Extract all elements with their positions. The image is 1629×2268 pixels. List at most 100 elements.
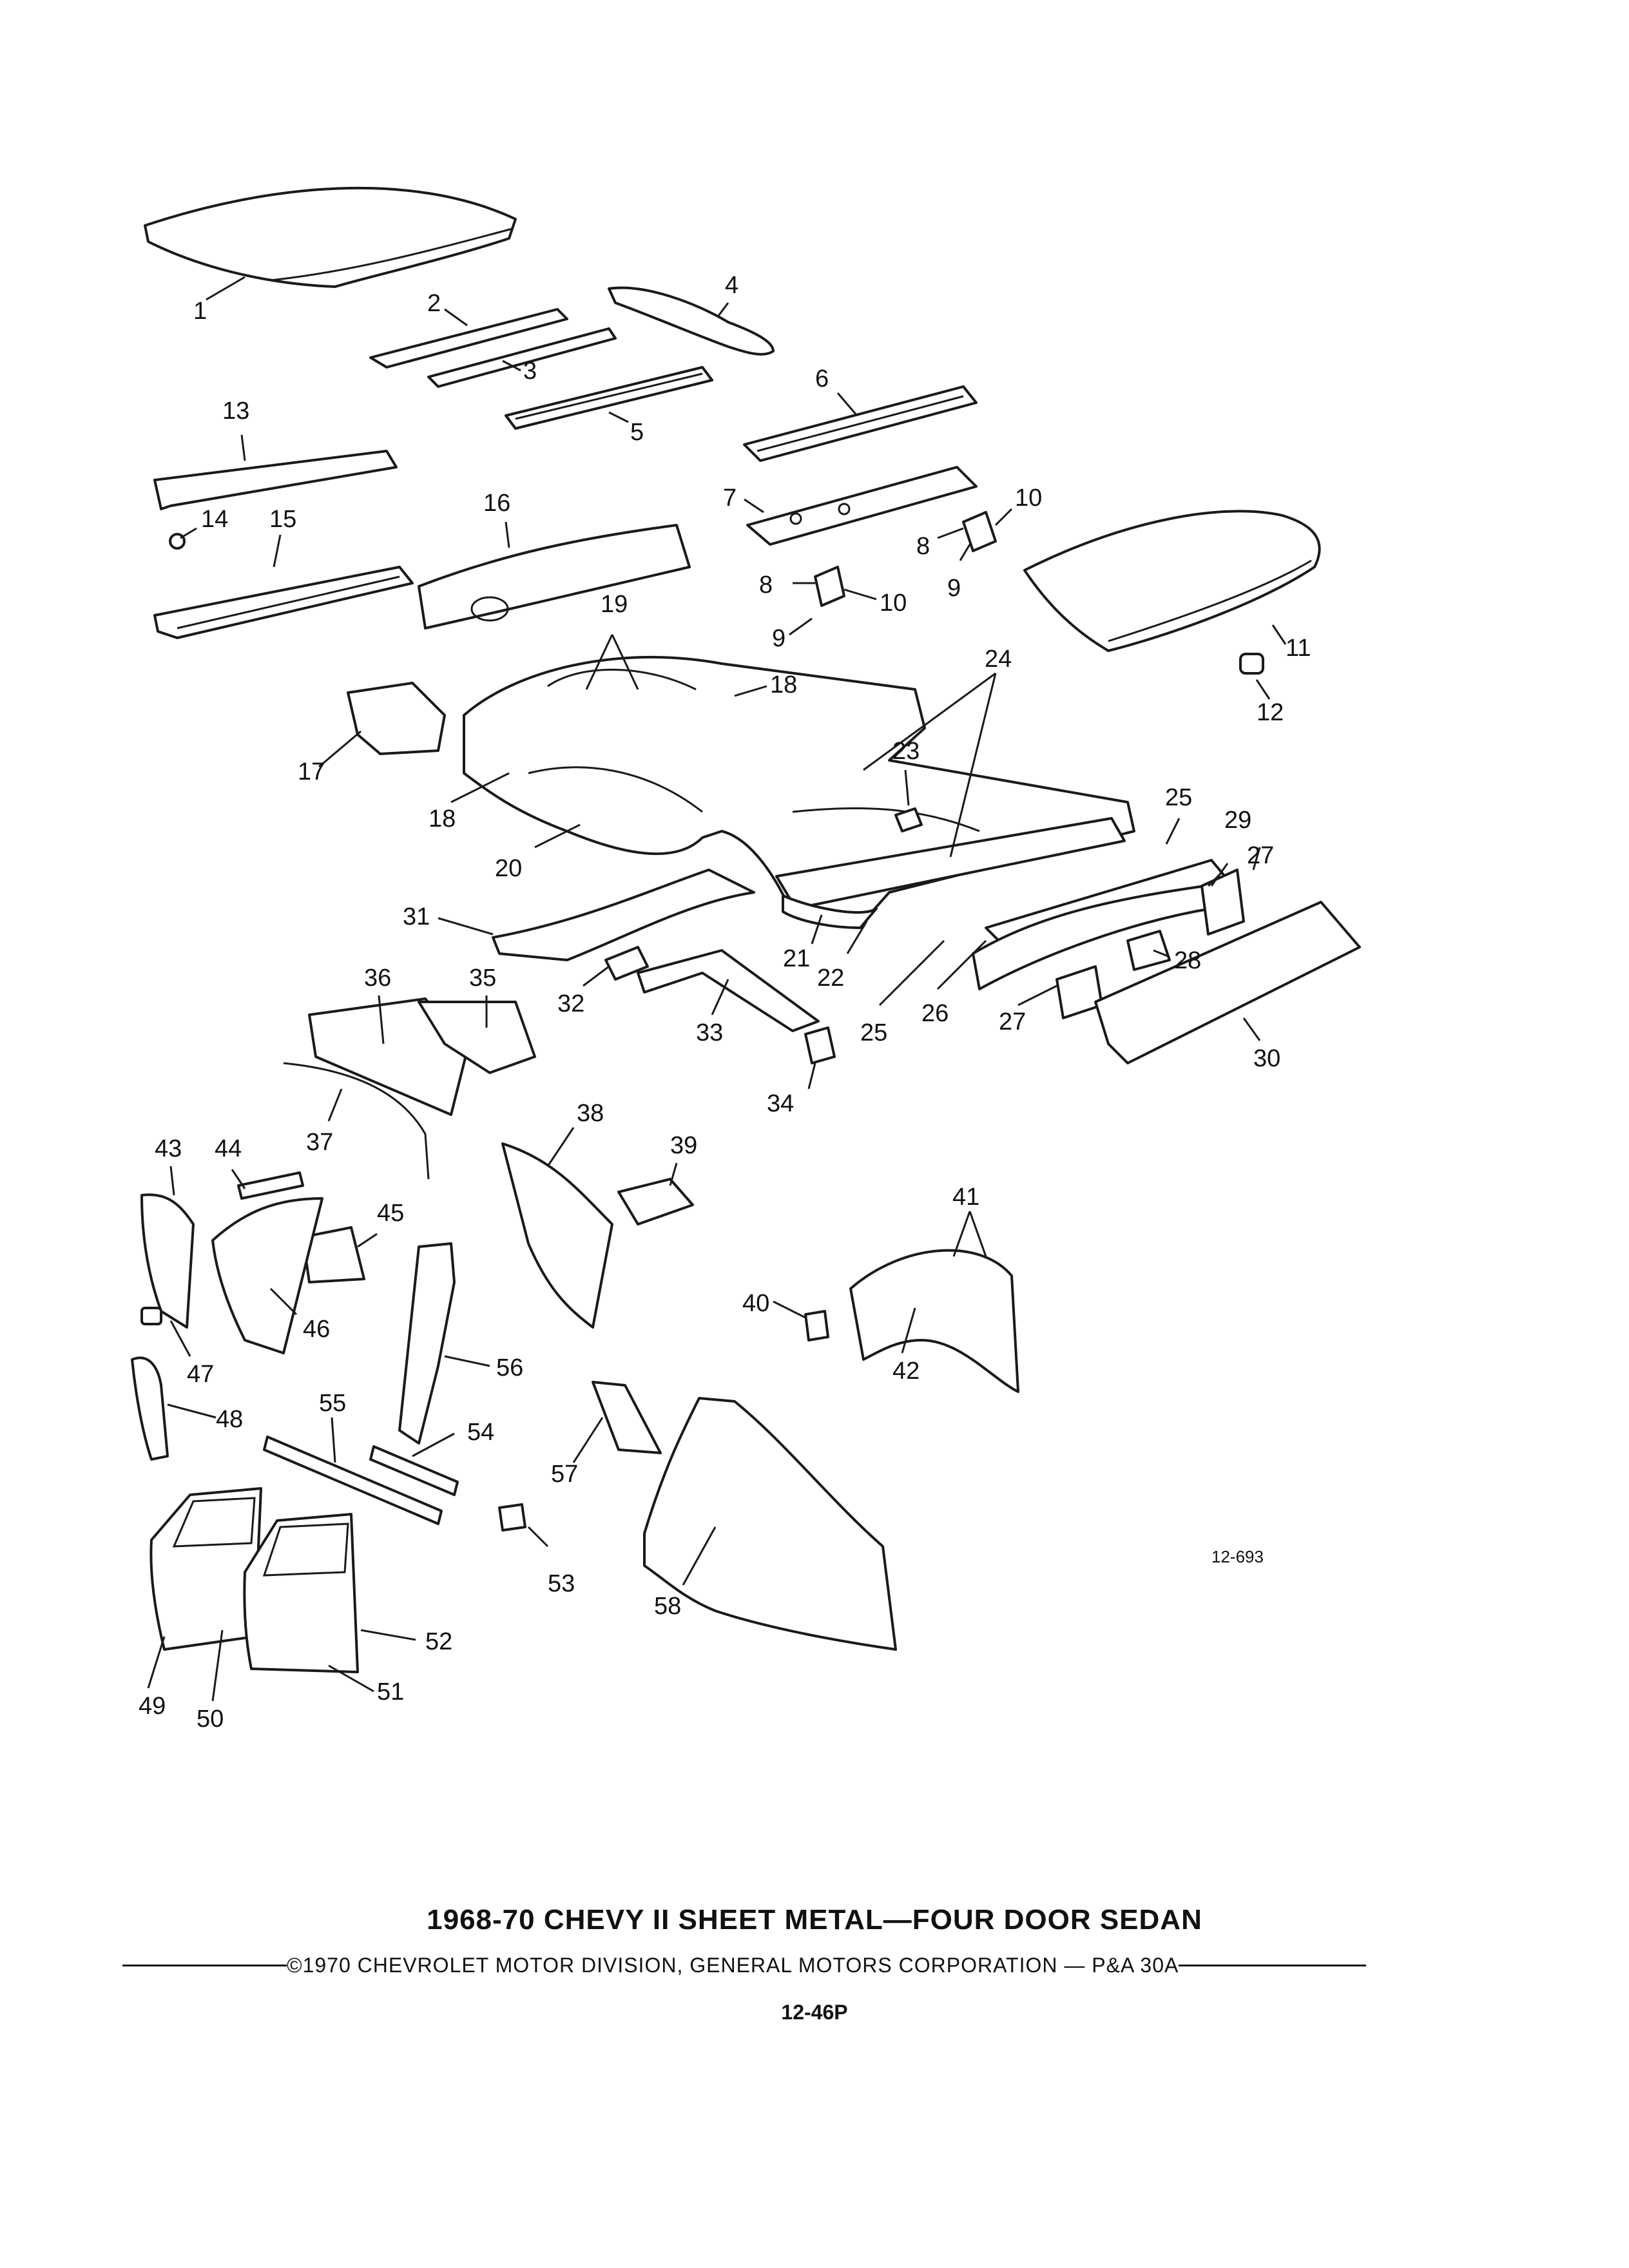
hinge-pillar-bracket: [617, 1178, 694, 1225]
wheel-well-bracket: [1126, 930, 1171, 971]
spare-tire-well: [782, 894, 878, 929]
pillar-reinforcement: [237, 1171, 304, 1200]
deck-lid: [1023, 510, 1321, 652]
callout-25b: 25: [860, 1019, 887, 1046]
deck-lid-bumper: [1239, 653, 1264, 675]
callout-50: 50: [197, 1706, 224, 1733]
rear-door-assembly: [149, 1487, 262, 1651]
sill-bracket: [498, 1503, 526, 1532]
windshield-header-panel: [427, 327, 617, 388]
callout-14: 14: [201, 506, 228, 533]
callout-4: 4: [725, 272, 738, 299]
crossbar-mount: [804, 1026, 836, 1064]
callout-42: 42: [892, 1358, 920, 1385]
callout-31: 31: [403, 903, 430, 930]
callout-37: 37: [306, 1129, 333, 1156]
roof-side-rail: [153, 566, 414, 639]
page-number: 12-46P: [781, 2001, 848, 2024]
front-crossbar: [637, 949, 820, 1032]
windshield-frame: [283, 1062, 430, 1180]
callout-23: 23: [892, 738, 920, 765]
shroud-side-panel: [418, 1001, 536, 1074]
door-check-link: [140, 1307, 162, 1325]
cowl-side-rail: [153, 450, 398, 510]
callout-29: 29: [1224, 807, 1251, 834]
callout-10a: 10: [1015, 485, 1042, 512]
callout-8a: 8: [916, 533, 930, 560]
callout-21: 21: [783, 945, 810, 972]
callout-30: 30: [1253, 1045, 1280, 1072]
quarter-lower-extension: [592, 1381, 662, 1454]
rear-end-panel: [1094, 901, 1361, 1064]
callout-6: 6: [815, 365, 829, 392]
rocker-outer-panel: [263, 1436, 443, 1525]
callout-1: 1: [193, 298, 207, 325]
rear-wheelhouse: [849, 1249, 1019, 1393]
callout-47: 47: [187, 1361, 214, 1388]
callout-32: 32: [557, 990, 584, 1017]
door-striker: [804, 1310, 829, 1341]
trunk-drop-off-left: [1055, 965, 1103, 1019]
callout-53: 53: [548, 1570, 575, 1597]
callout-56: 56: [496, 1354, 523, 1381]
figure-code: 12-693: [1211, 1547, 1264, 1566]
callout-33: 33: [696, 1019, 723, 1046]
callout-41: 41: [952, 1184, 979, 1211]
callout-43: 43: [155, 1135, 182, 1162]
callout-24: 24: [985, 646, 1012, 673]
callout-46: 46: [303, 1316, 330, 1343]
callout-11: 11: [1286, 635, 1311, 662]
center-pillar: [398, 1242, 456, 1445]
jack-bracket: [894, 807, 923, 832]
callout-57: 57: [551, 1461, 578, 1488]
cowl-bracket: [302, 1226, 365, 1283]
callout-55: 55: [319, 1390, 346, 1417]
front-floor-rail: [492, 869, 755, 961]
callout-22: 22: [817, 965, 844, 992]
copyright-text: ©1970 CHEVROLET MOTOR DIVISION, GENERAL …: [287, 1954, 1179, 1977]
callout-5: 5: [630, 419, 644, 446]
callout-9a: 9: [947, 575, 961, 602]
seat-riser-bracket: [604, 946, 649, 981]
callout-48: 48: [216, 1406, 243, 1433]
rule-left: [122, 1965, 287, 1966]
callout-17: 17: [298, 758, 325, 785]
callout-54: 54: [467, 1419, 494, 1446]
callout-3: 3: [523, 358, 537, 385]
callout-20: 20: [495, 855, 522, 882]
callout-28: 28: [1174, 947, 1201, 974]
dash-panel: [418, 524, 691, 629]
lower-hinge-pillar: [131, 1356, 169, 1461]
callout-40: 40: [742, 1290, 769, 1317]
callout-35: 35: [469, 965, 496, 992]
roof-bow-front: [369, 308, 568, 369]
hinge-bracket-left: [814, 566, 845, 607]
callout-7: 7: [723, 485, 737, 512]
callout-2: 2: [427, 290, 441, 317]
cowl-vent-panel: [347, 682, 446, 755]
callout-10b: 10: [880, 590, 907, 617]
front-door-assembly: [243, 1513, 359, 1673]
shroud-upper-panel: [308, 997, 468, 1116]
callout-labels: 1 2 3 4 5 6 7 8 8 9 9 10 10 11 12 13 14 …: [139, 272, 1311, 1733]
callout-16: 16: [483, 490, 510, 517]
hinge-bracket-right: [962, 511, 997, 552]
rocker-inner-panel: [369, 1445, 459, 1496]
callout-44: 44: [215, 1135, 242, 1162]
front-door-pillar: [211, 1197, 323, 1354]
roof-bow-rear: [505, 366, 713, 430]
callout-58: 58: [654, 1593, 681, 1620]
callout-52: 52: [425, 1628, 452, 1655]
callout-19: 19: [601, 591, 628, 618]
rear-quarter-panel: [643, 1397, 897, 1651]
callout-38: 38: [577, 1100, 604, 1127]
callout-26: 26: [921, 1000, 949, 1027]
copyright-line: ©1970 CHEVROLET MOTOR DIVISION, GENERAL …: [122, 1954, 1366, 1977]
back-window-lower-panel: [746, 466, 978, 546]
callout-27b: 27: [999, 1008, 1026, 1035]
callout-15: 15: [269, 506, 296, 533]
callout-51: 51: [377, 1678, 404, 1706]
roof-reinforcement-strip: [608, 286, 775, 356]
callout-8b: 8: [759, 572, 773, 599]
